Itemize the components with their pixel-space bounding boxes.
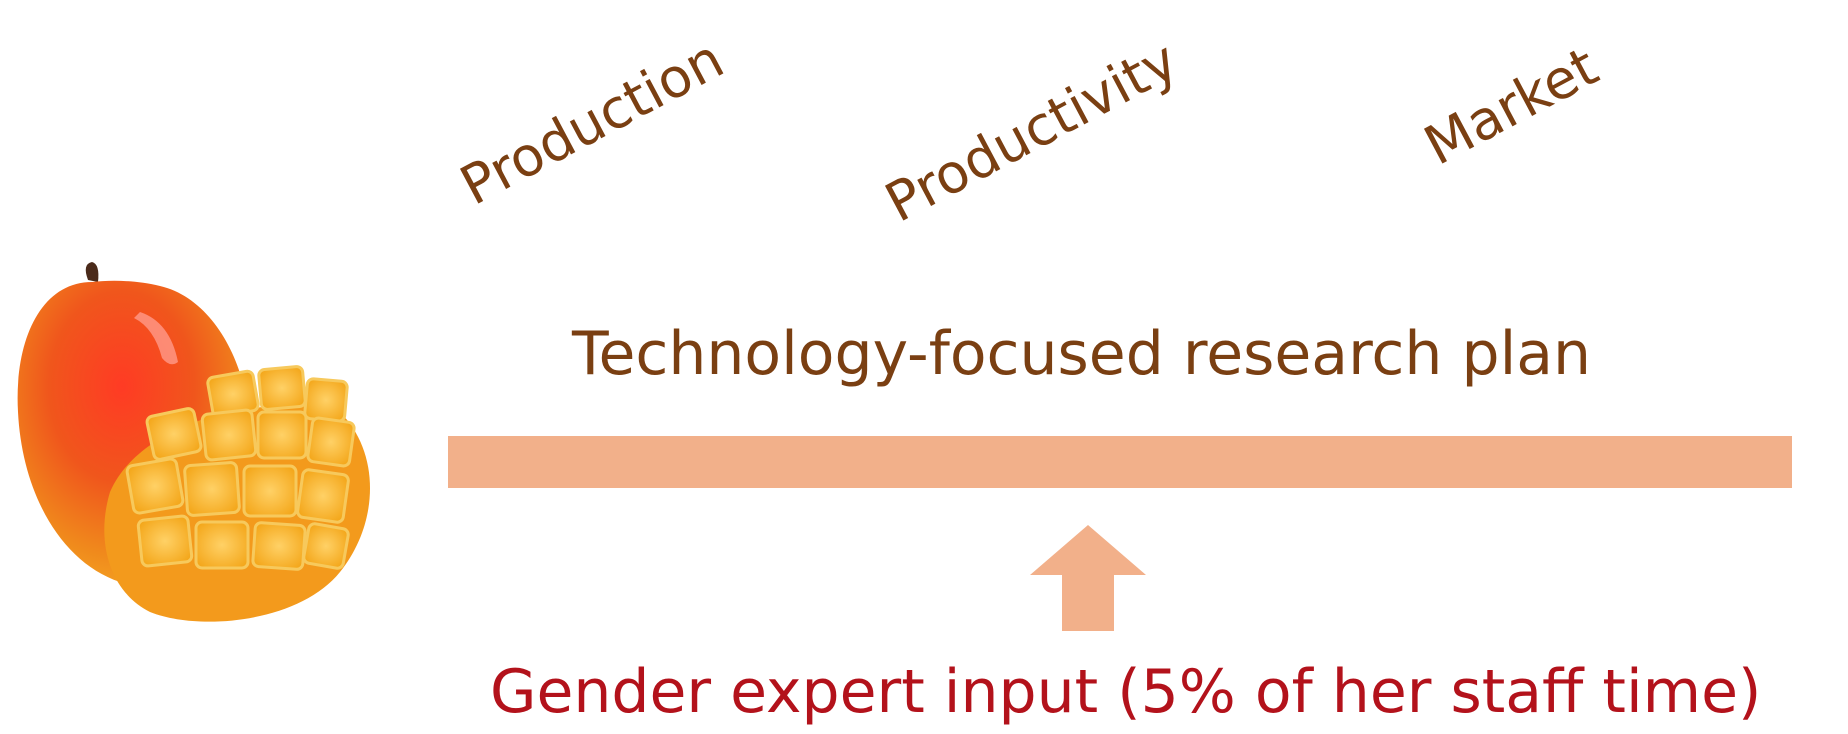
category-production: Production — [450, 27, 734, 218]
gender-expert-input-label: Gender expert input (5% of her staff tim… — [490, 657, 1762, 727]
category-market: Market — [1414, 34, 1608, 178]
plan-title: Technology-focused research plan — [572, 319, 1592, 389]
up-arrow-icon — [1030, 525, 1146, 631]
plan-bar — [448, 436, 1792, 488]
mango-icon — [0, 262, 390, 662]
category-productivity: Productivity — [875, 28, 1188, 235]
